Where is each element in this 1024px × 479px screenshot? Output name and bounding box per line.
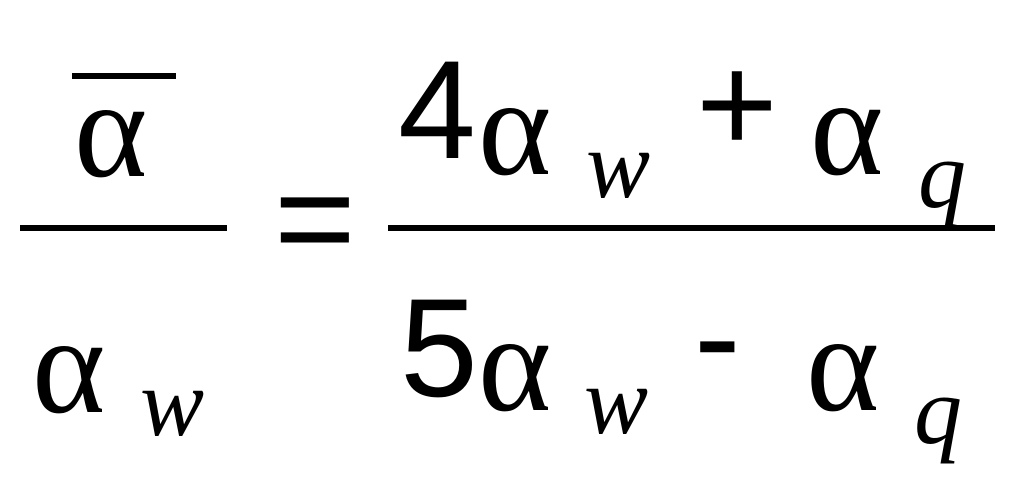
rhs-numerator-subscript-q: q xyxy=(918,121,966,228)
rhs-denominator-alpha-2: α xyxy=(806,286,880,441)
rhs-denominator-subscript-q: q xyxy=(914,357,962,464)
rhs-numerator-alpha-2: α xyxy=(810,50,884,205)
lhs-denominator-subscript-w: w xyxy=(140,349,205,456)
lhs-denominator-alpha: α xyxy=(32,288,106,443)
rhs-numerator-plus: + xyxy=(696,25,778,182)
lhs-fraction-bar xyxy=(20,225,227,231)
rhs-denominator-subscript-w: w xyxy=(584,347,649,454)
rhs-denominator-coefficient: 5 xyxy=(400,269,478,426)
rhs-fraction-bar xyxy=(388,225,995,231)
overline xyxy=(72,73,176,79)
lhs-numerator-alpha: α xyxy=(74,52,148,207)
rhs-numerator-coefficient: 4 xyxy=(398,31,476,188)
rhs-numerator-alpha-1: α xyxy=(478,50,552,205)
rhs-denominator-alpha-1: α xyxy=(478,286,552,441)
equals-sign: = xyxy=(274,139,356,296)
rhs-denominator-minus: - xyxy=(694,257,741,414)
rhs-numerator-subscript-w: w xyxy=(586,111,651,218)
